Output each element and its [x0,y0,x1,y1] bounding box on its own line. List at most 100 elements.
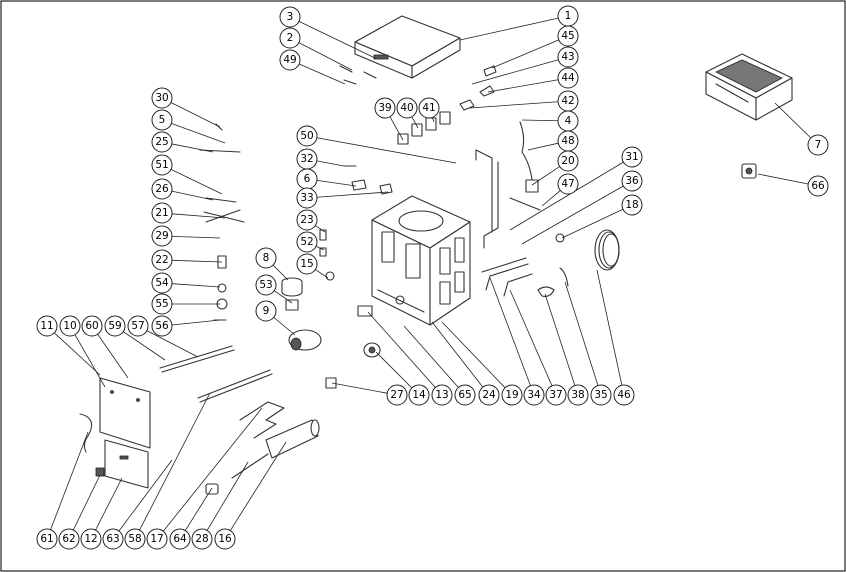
leader-line-50 [316,137,457,164]
callout-circle-8 [255,247,277,269]
leader-line-17 [162,407,263,532]
parts-drawing [79,15,793,495]
callout-circle-65 [454,384,476,406]
callout-number-18: 18 [625,199,638,211]
leader-line-45 [491,39,559,69]
callout-38: 38 [567,384,589,406]
leader-line-38 [544,293,576,386]
callout-36: 36 [621,170,643,192]
screws-part [339,65,377,85]
callout-number-4: 4 [565,115,572,127]
callout-circle-11 [36,315,58,337]
rails-part [159,345,273,403]
coiled-hose-part [594,229,620,271]
callout-41: 41 [418,97,440,119]
top-cover-part [354,15,461,79]
leader-line-61 [50,431,89,530]
callout-number-66: 66 [811,180,825,192]
callout-39: 39 [374,97,396,119]
callout-number-65: 65 [458,389,471,401]
callout-number-10: 10 [63,320,76,332]
callout-circle-26 [151,178,173,200]
small-block-27 [325,377,337,389]
callout-circle-29 [151,225,173,247]
callout-1: 1 [557,5,579,27]
leader-line-19 [441,321,506,389]
callout-number-51: 51 [155,159,168,171]
callout-number-57: 57 [131,320,144,332]
callout-3: 3 [279,6,301,28]
leader-line-10 [74,334,106,388]
leader-line-21 [171,213,226,219]
motor-part-14 [363,342,381,358]
callout-45: 45 [557,25,579,47]
callout-circle-58 [124,528,146,550]
callout-circle-30 [151,87,173,109]
leader-line-64 [184,487,213,531]
callout-11: 11 [36,315,58,337]
callout-circle-5 [151,109,173,131]
callout-43: 43 [557,46,579,68]
leader-line-7 [774,102,812,139]
leader-line-16 [229,441,287,531]
callout-circle-62 [58,528,80,550]
callout-circle-42 [557,90,579,112]
callout-circle-15 [296,253,318,275]
callout-circle-21 [151,202,173,224]
pipes-part [475,149,541,249]
leader-line-37 [509,289,553,387]
callout-circle-39 [374,97,396,119]
callout-number-7: 7 [815,139,822,151]
callout-circle-40 [396,97,418,119]
callout-number-46: 46 [617,389,631,401]
callout-30: 30 [151,87,173,109]
leader-line-46 [596,269,623,386]
callout-number-2: 2 [287,32,294,44]
callout-number-6: 6 [304,173,311,185]
callout-7: 7 [807,134,829,156]
callout-circle-18 [621,194,643,216]
callout-circle-7 [807,134,829,156]
callout-number-63: 63 [106,533,119,545]
callout-number-11: 11 [40,320,53,332]
callout-number-16: 16 [218,533,232,545]
leader-line-20 [531,166,560,186]
leader-line-48 [527,142,559,151]
callout-number-36: 36 [625,175,639,187]
callout-circle-52 [296,231,318,253]
callout-33: 33 [296,187,318,209]
callout-23: 23 [296,209,318,231]
callout-circle-9 [255,300,277,322]
callout-60: 60 [81,315,103,337]
callout-55: 55 [151,293,173,315]
callout-number-45: 45 [561,30,574,42]
callout-number-34: 34 [527,389,541,401]
leader-line-26 [171,190,214,201]
callout-circle-44 [557,67,579,89]
callout-20: 20 [557,150,579,172]
leader-line-2 [298,42,353,71]
callout-10: 10 [59,315,81,337]
callout-4: 4 [557,110,579,132]
callout-number-38: 38 [571,389,584,401]
leader-line-53 [273,290,293,304]
callout-24: 24 [478,384,500,406]
switches-part [397,111,451,145]
leader-line-30 [170,102,221,128]
callout-circle-14 [408,384,430,406]
callout-circle-45 [557,25,579,47]
leader-line-54 [171,283,221,288]
callout-34: 34 [523,384,545,406]
callout-circle-34 [523,384,545,406]
callout-25: 25 [151,131,173,153]
callout-28: 28 [191,528,213,550]
callout-number-30: 30 [155,92,168,104]
callout-32: 32 [296,148,318,170]
callout-16: 16 [214,528,236,550]
small-block-13 [357,305,373,317]
leader-line-62 [72,474,101,531]
leader-line-29 [171,235,221,239]
callout-circle-48 [557,130,579,152]
callout-number-28: 28 [195,533,208,545]
callout-circle-38 [567,384,589,406]
